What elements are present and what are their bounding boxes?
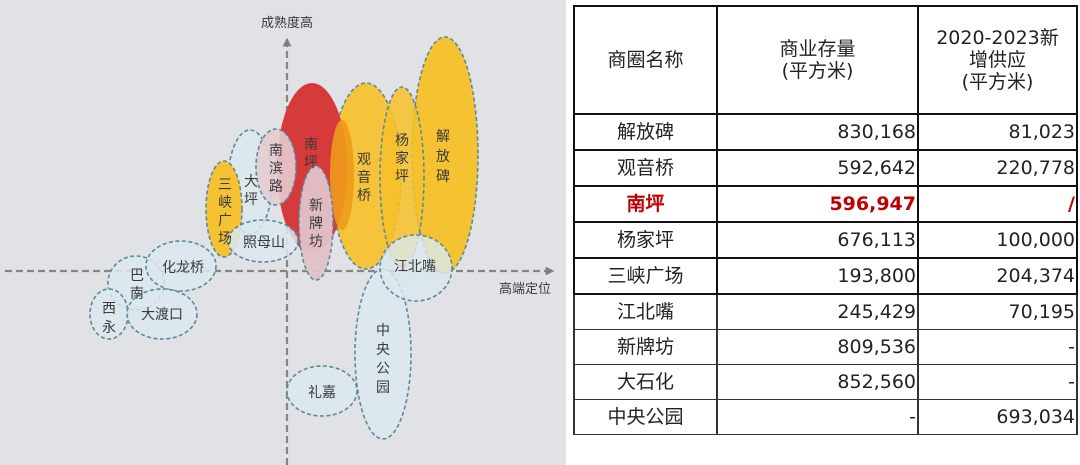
cell-name: 杨家坪	[573, 221, 718, 259]
label-zhongyanggongyuan-3: 公	[376, 361, 390, 377]
cell-supply: -	[917, 329, 1078, 365]
label-daping-1: 大	[244, 174, 258, 190]
label-jiefangbei-1: 解	[436, 129, 450, 145]
bubble-dadukou	[126, 288, 198, 340]
overlap-nanping-guanyinqiao	[330, 120, 354, 230]
cell-stock: 852,560	[716, 364, 919, 400]
label-zhaomushan: 照母山	[243, 235, 285, 251]
label-lijia: 礼嘉	[308, 385, 336, 401]
label-sanxia-2: 峡	[218, 195, 232, 211]
table-row: 大石化 852,560 -	[573, 364, 1078, 400]
table-row: 中央公园 - 693,034	[573, 399, 1078, 435]
header-district-name: 商圈名称	[573, 5, 718, 115]
label-jiefangbei-2: 放	[436, 149, 450, 165]
business-district-table: 商圈名称 商业存量 (平方米) 2020-2023新 增供应 (平方米) 解放碑…	[573, 5, 1078, 435]
label-banan-2: 南	[130, 286, 144, 302]
label-yangjiaping-3: 坪	[395, 169, 409, 185]
bubble-hualongqiao	[145, 240, 217, 292]
x-axis-label: 高端定位	[499, 281, 551, 297]
label-guanyinqiao-1: 观	[357, 152, 371, 168]
label-yangjiaping-1: 杨	[395, 133, 409, 149]
label-zhongyanggongyuan-2: 央	[376, 342, 390, 358]
cell-stock: 830,168	[716, 113, 919, 151]
bubble-zhaomushan	[227, 219, 299, 263]
table-row-highlighted: 南坪 596,947 /	[573, 185, 1078, 223]
header-commercial-stock: 商业存量 (平方米)	[716, 5, 919, 115]
cell-supply: 220,778	[917, 149, 1078, 187]
label-zhongyanggongyuan-1: 中	[376, 323, 390, 339]
cell-name: 解放碑	[573, 113, 718, 151]
table-header-row: 商圈名称 商业存量 (平方米) 2020-2023新 增供应 (平方米)	[573, 5, 1078, 115]
label-jiangbeizui: 江北嘴	[394, 259, 436, 275]
table-row: 解放碑 830,168 81,023	[573, 113, 1078, 151]
cell-supply: 100,000	[917, 221, 1078, 259]
chart-canvas: 成熟度高 高端定位 解 放 碑 观 音 桥 杨 家 坪 南 坪 新 牌 坊 南 …	[5, 15, 555, 465]
cell-supply: 81,023	[917, 113, 1078, 151]
table-row: 三峡广场 193,800 204,374	[573, 257, 1078, 295]
cell-name: 南坪	[573, 185, 718, 223]
cell-name: 江北嘴	[573, 293, 718, 330]
bubble-yangjiaping	[379, 86, 425, 268]
label-jiefangbei-3: 碑	[436, 169, 450, 185]
label-xinpaifang-1: 新	[309, 198, 323, 214]
bubble-nanbinlu	[255, 128, 297, 206]
table-row: 江北嘴 245,429 70,195	[573, 293, 1078, 330]
label-sanxia-4: 场	[218, 231, 232, 247]
label-zhongyanggongyuan-4: 园	[376, 380, 390, 396]
label-guanyinqiao-3: 桥	[357, 188, 371, 204]
label-banan-1: 巴	[130, 268, 144, 284]
cell-supply: -	[917, 364, 1078, 400]
label-sanxia-1: 三	[218, 177, 232, 193]
positioning-chart: 成熟度高 高端定位 解 放 碑 观 音 桥 杨 家 坪 南 坪 新 牌 坊 南 …	[0, 0, 566, 465]
header-new-supply: 2020-2023新 增供应 (平方米)	[917, 5, 1078, 115]
cell-name: 新牌坊	[573, 329, 718, 365]
label-nanbinlu-3: 路	[269, 179, 283, 195]
cell-stock: 592,642	[716, 149, 919, 187]
business-district-table-panel: 商圈名称 商业存量 (平方米) 2020-2023新 增供应 (平方米) 解放碑…	[573, 5, 1078, 435]
label-yangjiaping-2: 家	[395, 150, 409, 167]
cell-stock: -	[716, 399, 919, 435]
bubble-xinpaifang	[298, 165, 334, 281]
cell-stock: 596,947	[716, 185, 919, 223]
cell-stock: 676,113	[716, 221, 919, 259]
bubble-jiangbeizui	[379, 234, 453, 302]
label-xiyong-1: 西	[102, 301, 116, 317]
label-daping-2: 坪	[244, 192, 258, 208]
cell-name: 大石化	[573, 364, 718, 400]
label-xinpaifang-3: 坊	[309, 234, 323, 250]
cell-stock: 245,429	[716, 293, 919, 330]
cell-name: 三峡广场	[573, 257, 718, 295]
label-sanxia-3: 广	[218, 213, 232, 229]
cell-supply: 693,034	[917, 399, 1078, 435]
label-hualongqiao: 化龙桥	[162, 260, 204, 276]
label-nanbinlu-1: 南	[269, 143, 283, 159]
label-nanbinlu-2: 滨	[269, 161, 283, 177]
cell-name: 观音桥	[573, 149, 718, 187]
table-row: 杨家坪 676,113 100,000	[573, 221, 1078, 259]
table-row: 观音桥 592,642 220,778	[573, 149, 1078, 187]
label-dadukou: 大渡口	[141, 307, 183, 323]
cell-supply: 204,374	[917, 257, 1078, 295]
cell-supply: /	[917, 185, 1078, 223]
table-row: 新牌坊 809,536 -	[573, 329, 1078, 365]
label-nanping-2: 坪	[304, 155, 318, 171]
label-xiyong-2: 永	[102, 320, 116, 336]
cell-stock: 193,800	[716, 257, 919, 295]
y-axis-label: 成熟度高	[261, 15, 313, 31]
cell-stock: 809,536	[716, 329, 919, 365]
label-nanping-1: 南	[304, 137, 318, 153]
label-xinpaifang-2: 牌	[309, 215, 323, 232]
cell-name: 中央公园	[573, 399, 718, 435]
label-guanyinqiao-2: 音	[357, 169, 371, 186]
cell-supply: 70,195	[917, 293, 1078, 330]
